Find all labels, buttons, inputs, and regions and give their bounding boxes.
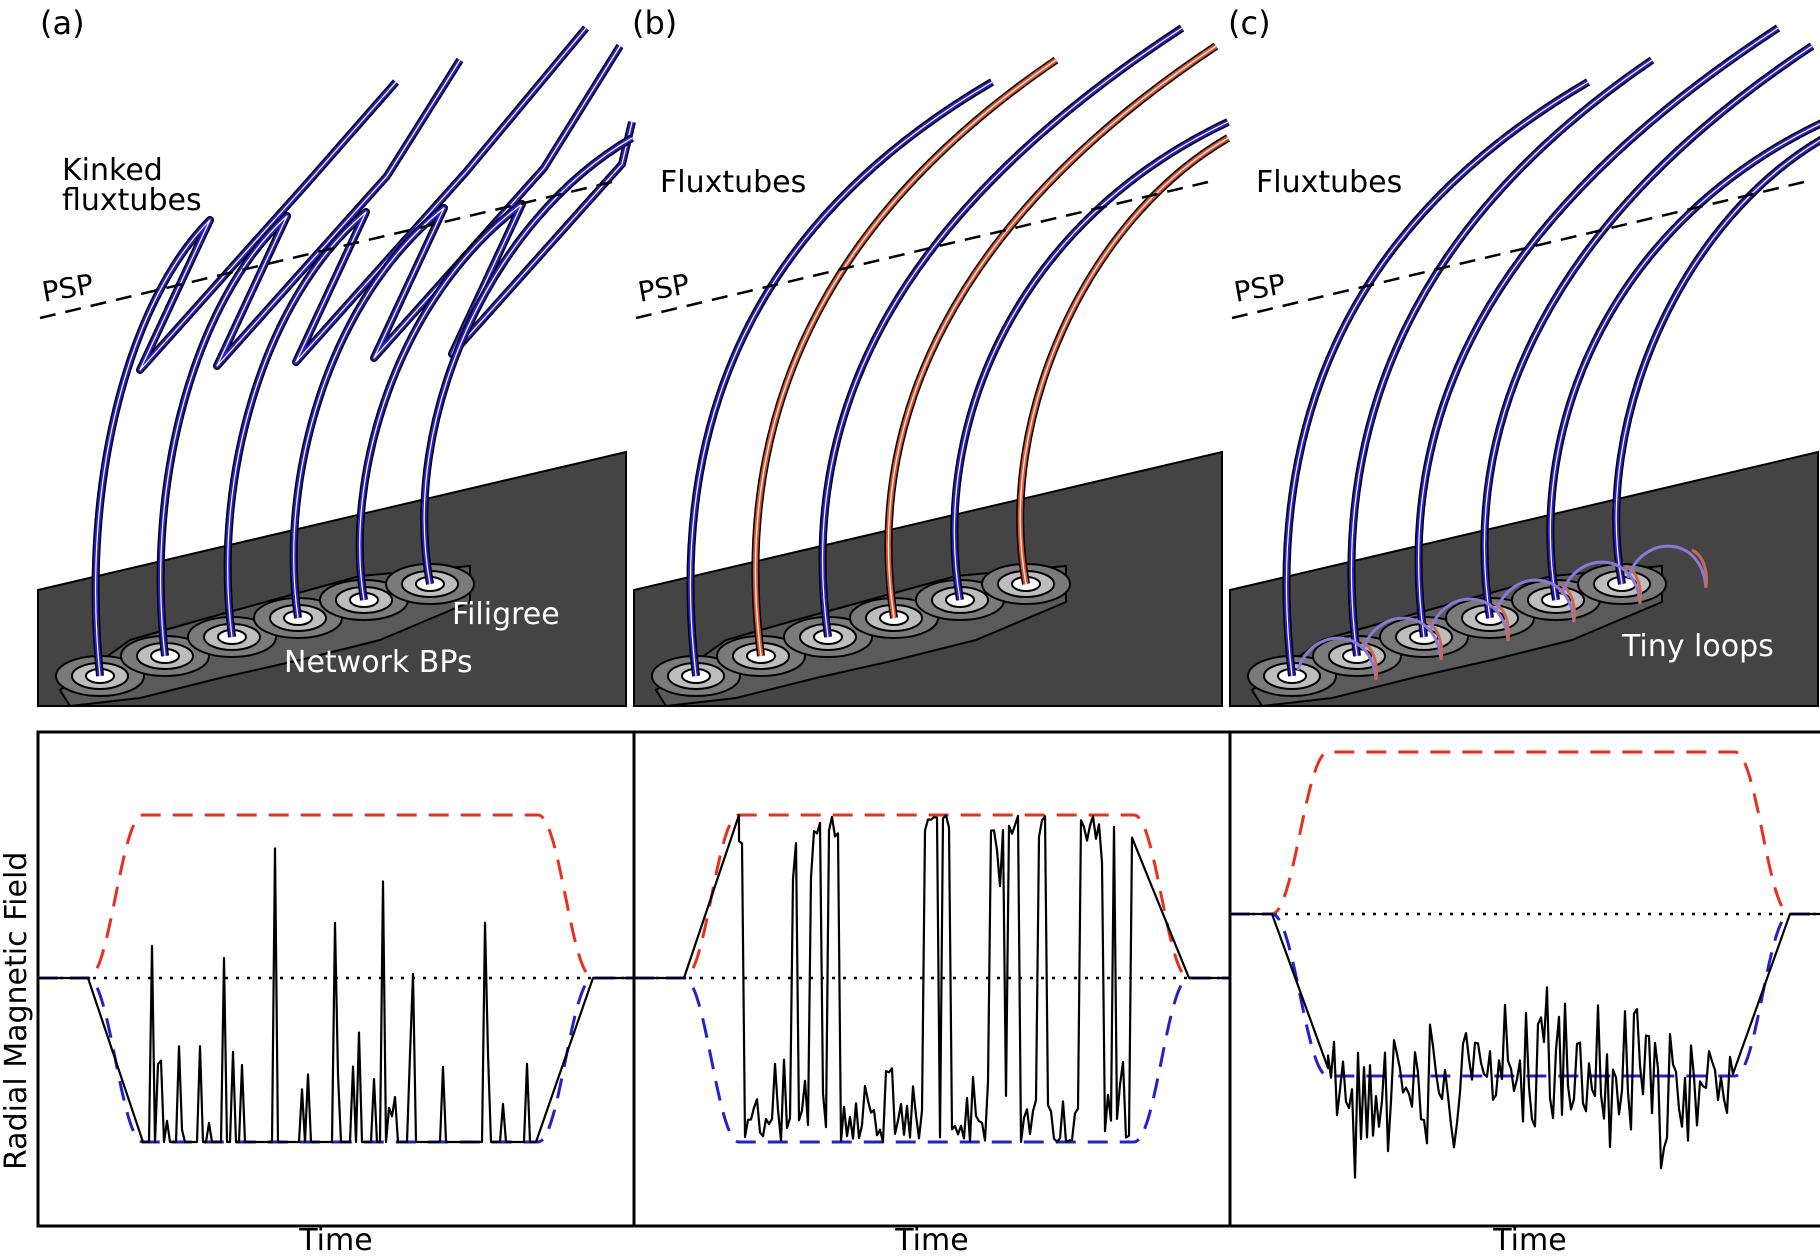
panel-b-title: Fluxtubes: [660, 165, 806, 200]
tiny-loop-end: [1559, 582, 1576, 623]
x-axis-label-a: Time: [298, 1223, 372, 1258]
panel-a-title-2: fluxtubes: [62, 183, 202, 218]
field-trace: [1230, 912, 1820, 1179]
fluxtube-highlight: [1418, 27, 1779, 638]
tiny-loop-end: [1426, 620, 1443, 661]
magnetic-field-plots: [36, 730, 1820, 1228]
fluxtube-highlight: [160, 59, 461, 657]
diagram-panel-b: [633, 24, 1231, 708]
panel-a-title-1: Kinked: [62, 153, 163, 188]
tiny-loop-end: [1625, 564, 1642, 605]
filigree-label: Filigree: [452, 597, 560, 632]
negative-envelope: [634, 976, 1232, 1144]
tiny-loop-end: [1493, 601, 1510, 642]
fluxtube-highlight: [359, 121, 633, 601]
tiny-loop: [1560, 560, 1642, 605]
panel-a-psp-label: PSP: [39, 267, 95, 308]
fluxtube-highlight: [887, 45, 1217, 619]
tiny-loop: [1626, 544, 1708, 589]
x-axis-label-b: Time: [894, 1223, 968, 1258]
field-trace: [634, 813, 1232, 1143]
fluxtube-diagrams: [37, 24, 1820, 708]
field-plot-b: [632, 730, 1234, 1228]
fluxtube-highlight: [953, 121, 1229, 601]
field-plot-c: [1228, 730, 1820, 1228]
psp-trajectory: [1231, 180, 1805, 320]
fluxtube-highlight: [1350, 59, 1653, 657]
positive-envelope: [634, 813, 1232, 980]
plot-frame: [1228, 730, 1820, 1228]
tiny-loop: [1296, 636, 1378, 681]
panel-b-letter: (b): [632, 4, 677, 42]
diagram-panel-c: [1229, 24, 1820, 708]
psp-trajectory: [635, 180, 1209, 320]
fluxtube-highlight: [293, 45, 621, 619]
fluxtube-highlight: [689, 81, 993, 677]
negative-envelope: [1230, 912, 1820, 1078]
tiny-loop: [1361, 616, 1443, 661]
tiny-loop: [1428, 597, 1510, 642]
positive-envelope: [1230, 750, 1820, 916]
field-plot-a: [36, 730, 638, 1228]
fluxtube-highlight: [1019, 137, 1229, 585]
network-bps-label: Network BPs: [284, 645, 473, 680]
tiny-loop: [1494, 578, 1576, 623]
panel-c-psp-label: PSP: [1231, 267, 1287, 308]
diagram-panel-a: [37, 25, 636, 708]
panel-b-psp-label: PSP: [635, 267, 691, 308]
x-axis-label-c: Time: [1492, 1223, 1566, 1258]
fluxtube-highlight: [1483, 45, 1813, 619]
fluxtube-highlight: [423, 137, 633, 585]
fluxtube-highlight: [95, 81, 397, 677]
field-trace: [38, 847, 636, 1144]
psp-trajectory: [39, 180, 613, 320]
y-axis-label: Radial Magnetic Field: [0, 852, 34, 1170]
fluxtube-highlight: [822, 27, 1183, 638]
fluxtube-highlight: [754, 59, 1057, 657]
positive-envelope: [38, 813, 636, 980]
fluxtube-highlight: [1615, 139, 1820, 585]
panel-c-title: Fluxtubes: [1256, 165, 1402, 200]
fluxtube-highlight: [227, 27, 587, 638]
panel-c-letter: (c): [1228, 4, 1271, 42]
fluxtube-highlight: [1549, 123, 1820, 601]
panel-a-letter: (a): [40, 4, 85, 42]
tiny-loop-end: [1691, 548, 1708, 589]
tiny-loops-label: Tiny loops: [1621, 629, 1774, 664]
fluxtube-highlight: [1285, 81, 1589, 677]
